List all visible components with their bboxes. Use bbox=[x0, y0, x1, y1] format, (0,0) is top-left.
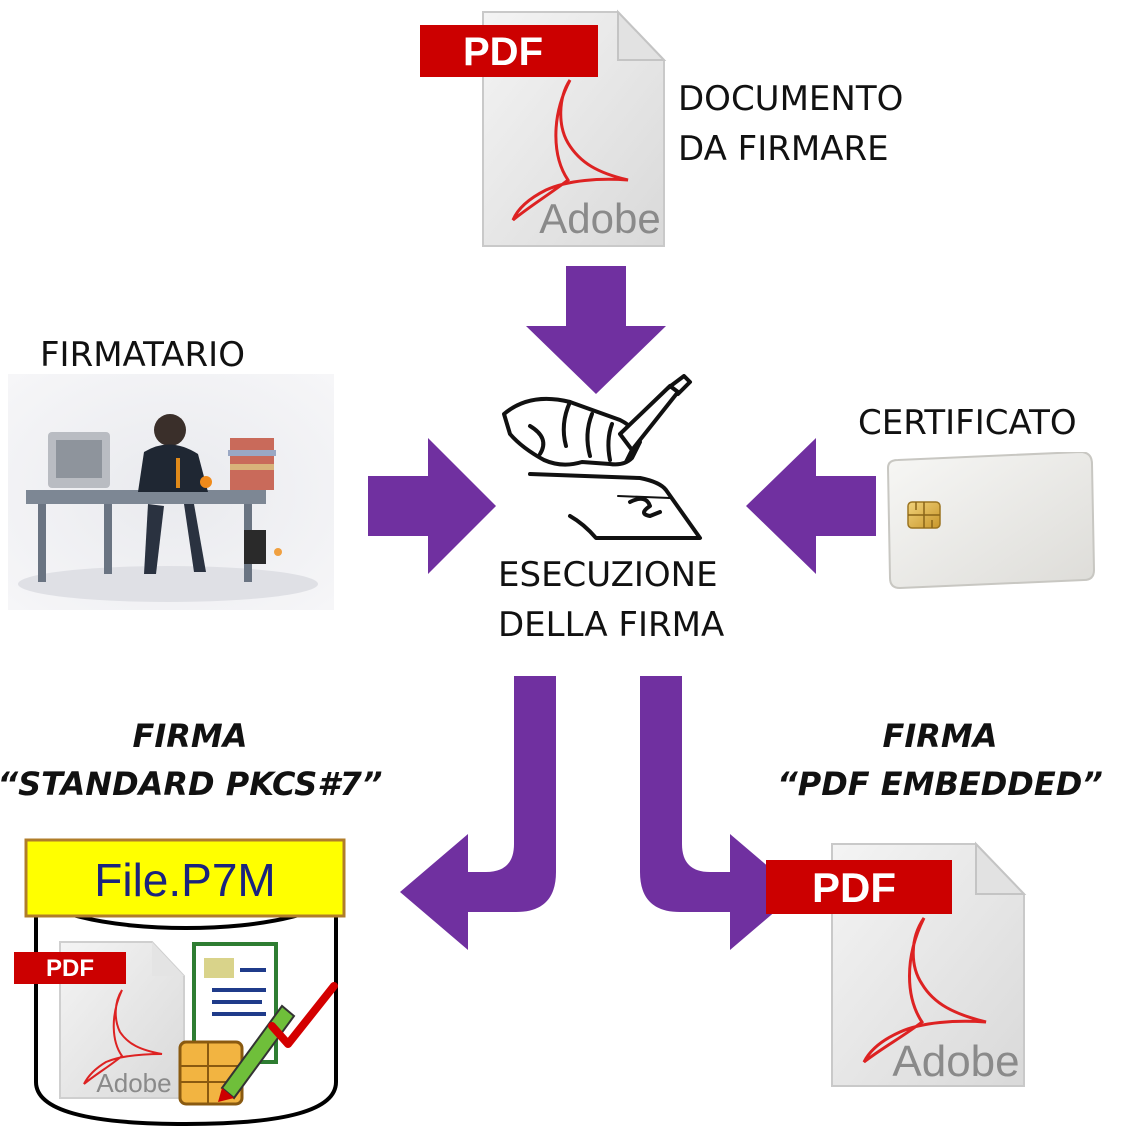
arrow-left-certificate bbox=[746, 438, 876, 574]
p7m-file-label-box bbox=[24, 838, 346, 918]
execution-label: ESECUZIONE DELLA FIRMA bbox=[498, 550, 768, 650]
p7m-container-cylinder: File.P7M PDF Adobe bbox=[14, 838, 346, 1127]
p7m-inner-pdf-icon: PDF Adobe bbox=[14, 941, 185, 1099]
signer-illustration bbox=[8, 374, 334, 610]
adobe-wordmark: Adobe bbox=[539, 195, 660, 242]
document-label: DOCUMENTO DA FIRMARE bbox=[678, 74, 903, 174]
embedded-output-label: FIRMA “PDF EMBEDDED” bbox=[740, 712, 1134, 808]
execution-label-line1: ESECUZIONE bbox=[498, 555, 718, 595]
smart-card-icon bbox=[886, 452, 1096, 590]
signer-label: FIRMATARIO bbox=[40, 335, 245, 375]
p7m-file-label: File.P7M bbox=[94, 854, 275, 906]
embedded-output-line2: “PDF EMBEDDED” bbox=[777, 765, 1103, 803]
certificate-label: CERTIFICATO bbox=[858, 403, 1077, 443]
pdf-badge-text: PDF bbox=[463, 30, 543, 74]
p7m-inner-adobe-wordmark: Adobe bbox=[96, 1068, 171, 1098]
document-label-line1: DOCUMENTO bbox=[678, 79, 904, 119]
arrow-curve-embedded bbox=[640, 676, 798, 950]
arrow-curve-p7m bbox=[400, 676, 556, 950]
pdf-embedded-adobe-wordmark: Adobe bbox=[892, 1037, 1019, 1086]
pdf-embedded-icon: PDF Adobe bbox=[766, 841, 1027, 1087]
digital-signature-icon bbox=[178, 942, 338, 1106]
p7m-output-label: FIRMA “STANDARD PKCS#7” bbox=[0, 712, 390, 808]
signing-hand-icon bbox=[502, 374, 702, 540]
execution-label-line2: DELLA FIRMA bbox=[498, 605, 725, 645]
pdf-badge bbox=[420, 25, 598, 77]
p7m-inner-pdf-badge: PDF bbox=[46, 955, 94, 982]
embedded-output-line1: FIRMA bbox=[882, 717, 998, 755]
document-label-line2: DA FIRMARE bbox=[678, 129, 889, 169]
arrow-down-document bbox=[526, 266, 666, 394]
pdf-embedded-badge: PDF bbox=[812, 864, 896, 911]
p7m-output-line1: FIRMA bbox=[132, 717, 248, 755]
pdf-document-icon: PDF Adobe bbox=[420, 9, 667, 247]
p7m-output-line2: “STANDARD PKCS#7” bbox=[0, 765, 383, 803]
adobe-logo-icon bbox=[511, 79, 629, 222]
arrow-right-signer bbox=[368, 438, 496, 574]
